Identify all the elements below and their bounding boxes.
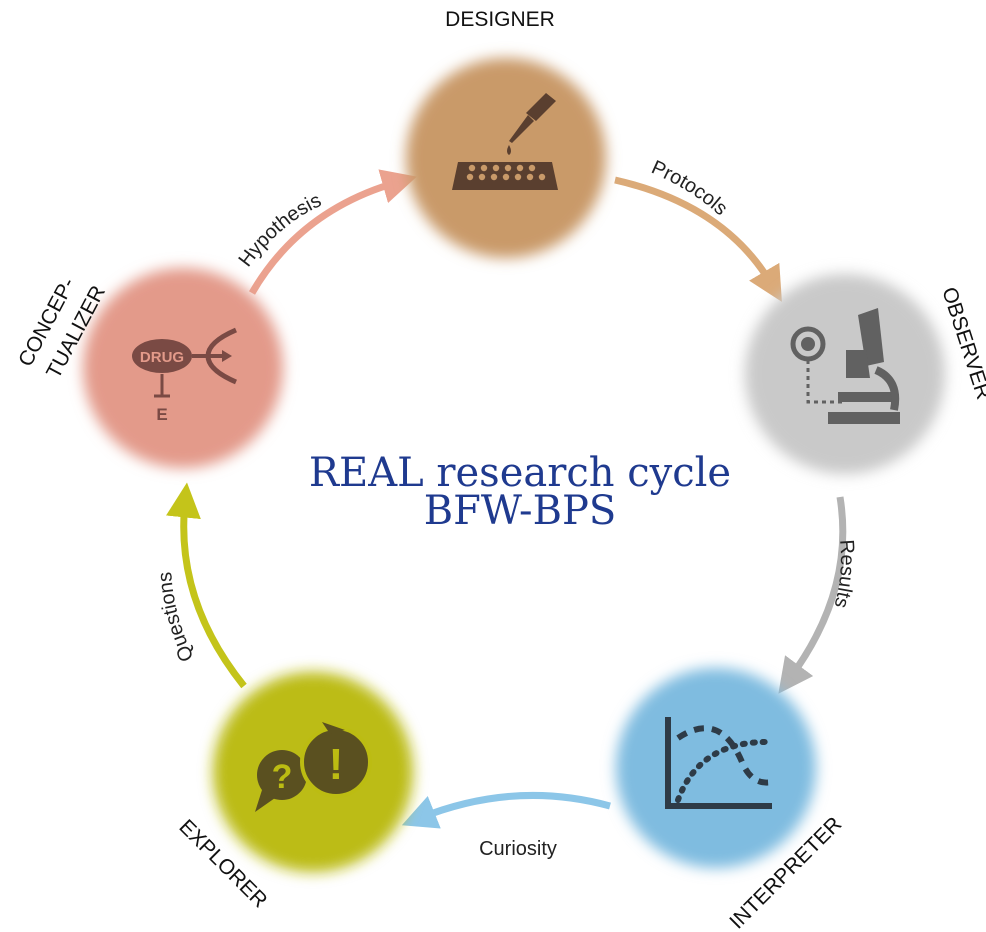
svg-text:!: ! [329,740,344,789]
title-line-1: REAL research cycle [309,450,731,496]
curiosity-arrow [401,791,611,829]
microscope-icon [790,308,900,424]
line-chart-icon [665,717,775,809]
hypothesis-arrow [248,169,417,295]
interpreter-node [616,668,816,868]
designer-node [406,58,606,258]
question-exclamation-bubbles-icon: ? ! [255,722,372,812]
drug-receptor-icon: DRUG E [132,327,237,424]
results-arrow [778,496,847,694]
curiosity-label: Curiosity [479,838,557,860]
well-plate-pipette-icon [452,93,558,190]
svg-text:DRUG: DRUG [140,349,184,366]
observer-node [745,274,945,474]
svg-text:?: ? [272,758,293,796]
questions-arrow [166,482,247,689]
svg-text:E: E [156,405,167,424]
conceptualizer-node: DRUG E [83,268,283,468]
observer-label: OBSERVER [937,284,986,402]
designer-label: DESIGNER [445,8,555,31]
title-line-2: BFW-BPS [424,488,617,534]
results-label: Results [829,539,858,610]
protocols-arrow [614,176,782,302]
explorer-node: ? ! [213,672,413,872]
